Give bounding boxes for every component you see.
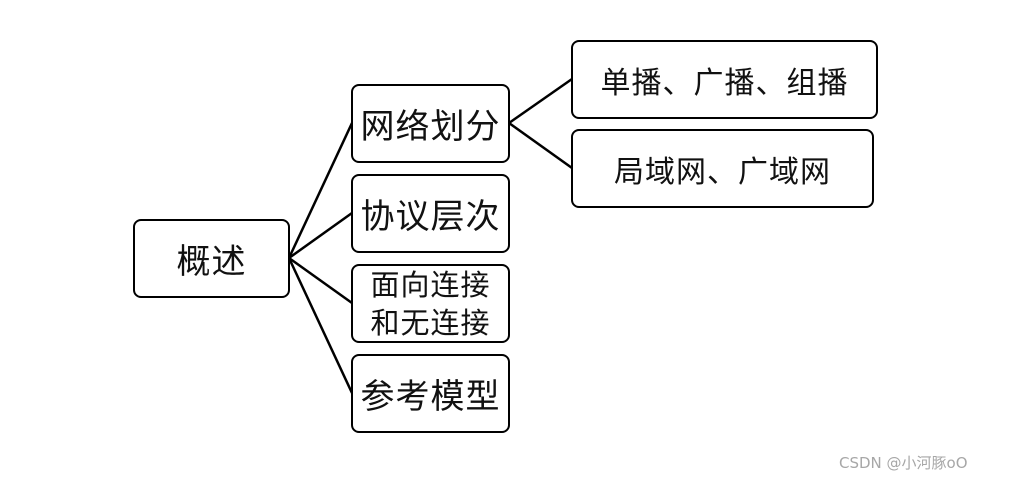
edge-root-network-division [287,122,354,259]
node-connection-types-line-1: 面向连接 [370,267,491,302]
edge-root-reference-model [287,257,354,394]
node-protocol-layers[interactable]: 协议层次 [351,174,510,253]
node-connection-types[interactable]: 面向连接 和无连接 [351,264,510,343]
node-connection-types-line-2: 和无连接 [370,305,491,340]
node-reference-model-label: 参考模型 [360,377,501,417]
node-reference-model[interactable]: 参考模型 [351,354,510,433]
node-network-division-label: 网络划分 [360,107,501,147]
edge-root-connection-types [288,256,353,305]
node-network-scope[interactable]: 局域网、广域网 [571,129,874,208]
root-node-label: 概述 [176,242,247,282]
node-protocol-layers-label: 协议层次 [360,197,501,237]
edge-root-protocol-layers [288,211,353,260]
edge-division-network-scope [508,121,573,170]
node-network-division[interactable]: 网络划分 [351,84,510,163]
edge-division-cast-types [508,77,573,125]
node-network-scope-label: 局域网、广域网 [614,154,831,190]
root-node-overview[interactable]: 概述 [133,219,290,298]
watermark-text: CSDN @小河豚oO [839,454,968,472]
node-cast-types-label: 单播、广播、组播 [600,65,849,101]
node-cast-types[interactable]: 单播、广播、组播 [571,40,878,119]
